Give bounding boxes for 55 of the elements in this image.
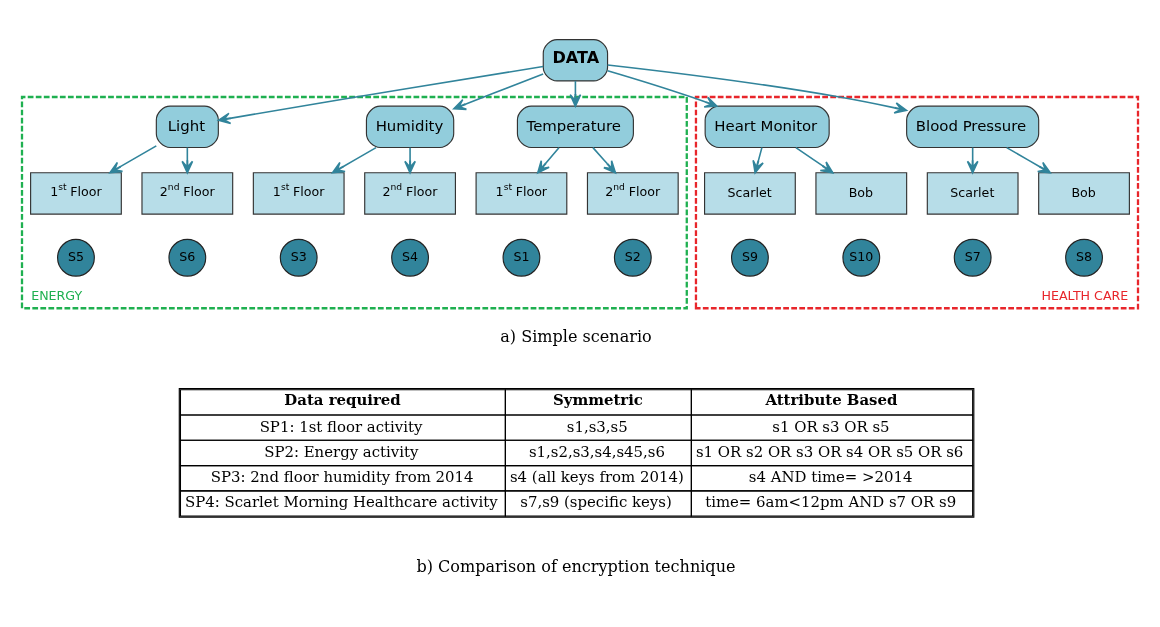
node-circle: S10 <box>842 238 881 277</box>
arrow <box>606 69 718 108</box>
node-box: 1$^{st}$ Floor <box>252 171 345 215</box>
node-circle: S4 <box>391 238 429 277</box>
label: Symmetric <box>553 390 643 409</box>
node-circle: S5 <box>57 238 95 277</box>
arrow <box>453 72 544 110</box>
label: s1,s2,s3,s4,s45,s6 <box>528 442 665 461</box>
node-box: 1$^{st}$ Floor <box>475 171 568 215</box>
node-box: Heart Monitor <box>704 105 830 148</box>
node-box: 2$^{nd}$ Floor <box>364 171 456 215</box>
label: s1 OR s3 OR s5 <box>772 417 890 436</box>
arrow <box>606 63 908 114</box>
arrow <box>217 65 544 124</box>
node-box: 2$^{nd}$ Floor <box>586 171 679 215</box>
label: SP3: 2nd floor humidity from 2014 <box>210 467 474 486</box>
node-circle: S3 <box>279 238 318 277</box>
node-box: Blood Pressure <box>906 105 1040 148</box>
node-circle: S9 <box>731 238 769 277</box>
label: Data required <box>284 390 401 409</box>
arrow <box>752 146 764 174</box>
label: b) Comparison of encryption technique <box>416 556 736 576</box>
node-box: Light <box>155 105 219 148</box>
node-box: Bob <box>815 171 908 215</box>
node-box: Temperature <box>516 105 634 148</box>
arrow <box>592 146 617 174</box>
node-circle: S6 <box>168 238 207 277</box>
arrow <box>331 146 377 174</box>
node-box: DATA <box>542 38 609 81</box>
label: s1,s3,s5 <box>566 417 628 436</box>
label: SP1: 1st floor activity <box>259 417 423 436</box>
label: a) Simple scenario <box>500 326 652 346</box>
label: s4 AND time= >2014 <box>748 467 913 486</box>
label: s1 OR s2 OR s3 OR s4 OR s5 OR s6 <box>695 442 964 461</box>
node-box: Bob <box>1038 171 1130 215</box>
node-box: Scarlet <box>926 171 1019 215</box>
arrow <box>404 146 417 174</box>
label: SP4: Scarlet Morning Healthcare activity <box>185 492 498 511</box>
label: Attribute Based <box>765 390 898 409</box>
node-circle: S1 <box>502 238 541 277</box>
label: time= 6am<12pm AND s7 OR s9 <box>705 492 957 511</box>
arrow <box>537 146 560 174</box>
label: s4 (all keys from 2014) <box>509 467 684 486</box>
arrow <box>795 146 834 174</box>
node-circle: S7 <box>953 238 992 277</box>
label: SP2: Energy activity <box>264 442 419 461</box>
node-box: 1$^{st}$ Floor <box>30 171 122 215</box>
arrow <box>1005 146 1052 174</box>
node-box: Humidity <box>365 105 455 148</box>
node-box: Scarlet <box>704 171 796 215</box>
node-circle: S2 <box>613 238 652 277</box>
arrow <box>109 144 158 173</box>
node-circle: S8 <box>1065 238 1103 277</box>
node-box: 2$^{nd}$ Floor <box>141 171 234 215</box>
label: s7,s9 (specific keys) <box>520 492 672 511</box>
